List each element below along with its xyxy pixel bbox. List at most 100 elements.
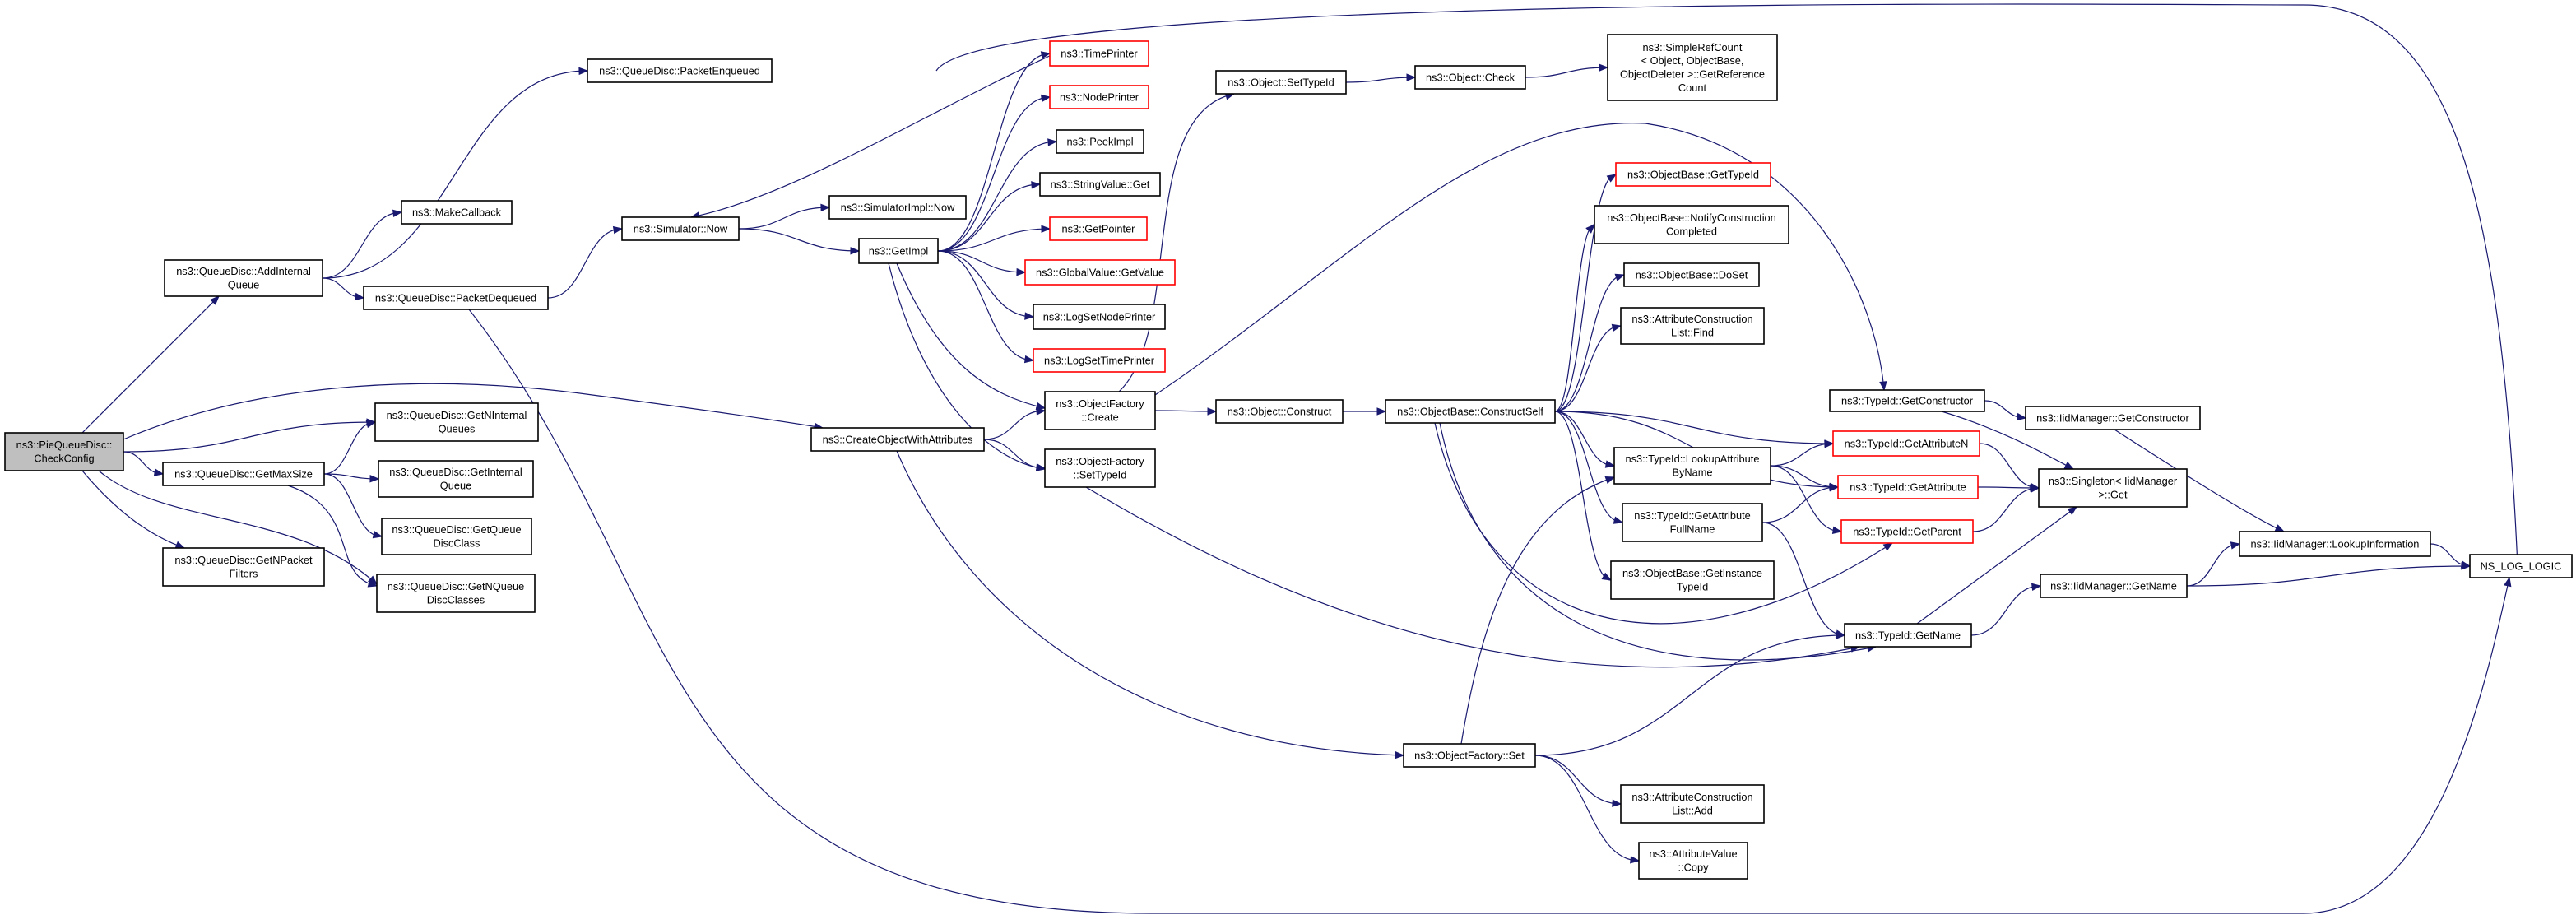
node-getconstructor[interactable]: ns3::TypeId::GetConstructor (1829, 389, 1985, 412)
node-label: ns3::IidManager::LookupInformation (2251, 537, 2420, 550)
arrowhead-icon (372, 531, 383, 539)
node-label: ns3::SimpleRefCount (1643, 41, 1743, 53)
node-getimpl[interactable]: ns3::GetImpl (858, 238, 939, 264)
node-label: ns3::QueueDisc::GetNInternal (387, 409, 527, 421)
arrowhead-icon (365, 420, 377, 429)
node-objsettypeid[interactable]: ns3::Object::SetTypeId (1215, 70, 1347, 95)
edge-getimpl-to-logsettime (937, 250, 1035, 364)
arrowhead-icon (1831, 526, 1843, 535)
node-iidgetname[interactable]: ns3::IidManager::GetName (2040, 574, 2188, 598)
node-objconstruct[interactable]: ns3::Object::Construct (1215, 399, 1344, 424)
node-label: ns3::ObjectBase::GetTypeId (1627, 168, 1759, 180)
nodes-layer: ns3::PieQueueDisc::CheckConfigns3::Queue… (4, 34, 2573, 880)
node-label: ns3::GetImpl (869, 244, 929, 257)
node-label: ns3::Singleton< IidManager (2049, 475, 2178, 487)
node-ofcreate[interactable]: ns3::ObjectFactory::Create (1044, 391, 1156, 430)
node-box (162, 547, 325, 587)
arrowhead-icon (1036, 463, 1047, 471)
node-getattributen[interactable]: ns3::TypeId::GetAttributeN (1832, 430, 1980, 457)
node-box (2025, 406, 2201, 430)
edge-line (937, 53, 1051, 252)
edge-typeidgetname-to-singletonget (1916, 506, 2078, 625)
node-obgettypeid[interactable]: ns3::ObjectBase::GetTypeId (1615, 162, 1771, 187)
node-lookupinfo[interactable]: ns3::IidManager::LookupInformation (2239, 531, 2431, 557)
node-timeprinter[interactable]: ns3::TimePrinter (1049, 40, 1149, 67)
edge-constructself-to-obgettypeid (1554, 174, 1618, 412)
edge-ofcreate-to-getconstructor (1154, 123, 1887, 396)
edge-lookupattr-to-getattribute (1770, 465, 1840, 491)
node-constructself[interactable]: ns3::ObjectBase::ConstructSelf (1385, 399, 1556, 424)
arrowhead-icon (2063, 461, 2075, 470)
node-packetdequeued[interactable]: ns3::QueueDisc::PacketDequeued (363, 286, 549, 310)
node-createobj[interactable]: ns3::CreateObjectWithAttributes (810, 427, 985, 452)
node-globalvalue[interactable]: ns3::GlobalValue::GetValue (1024, 259, 1176, 286)
node-ofset[interactable]: ns3::ObjectFactory::Set (1403, 743, 1536, 768)
node-getparent[interactable]: ns3::TypeId::GetParent (1840, 519, 1974, 544)
node-notifyconstruction[interactable]: ns3::ObjectBase::NotifyConstructionCompl… (1594, 205, 1789, 244)
node-box (1049, 40, 1149, 67)
edge-getmaxsize-to-getnqueuediscclasses (287, 485, 378, 588)
node-typeidgetname[interactable]: ns3::TypeId::GetName (1844, 623, 1972, 648)
node-avcopy[interactable]: ns3::AttributeValue::Copy (1638, 842, 1748, 880)
node-label: Queue (440, 480, 471, 492)
node-box (1594, 205, 1789, 244)
edge-line (287, 485, 378, 587)
node-stringvalueget[interactable]: ns3::StringValue::Get (1039, 172, 1161, 197)
edge-ofset-to-avcopy (1534, 755, 1641, 864)
edge-line (1761, 522, 1845, 636)
node-label: ns3::TypeId::GetName (1855, 629, 1961, 641)
node-objcheck[interactable]: ns3::Object::Check (1414, 65, 1526, 90)
edge-line (1554, 411, 1615, 467)
edge-line (1554, 224, 1595, 412)
edge-objsettypeid-to-objcheck (1345, 73, 1417, 83)
edge-line (1460, 476, 1615, 745)
edge-line (1554, 411, 1834, 444)
node-getmaxsize[interactable]: ns3::QueueDisc::GetMaxSize (162, 462, 325, 486)
node-makecallback[interactable]: ns3::MakeCallback (401, 200, 513, 225)
node-simimplnow[interactable]: ns3::SimulatorImpl::Now (828, 195, 967, 220)
edge-lookupattr-to-getattributen (1770, 440, 1835, 467)
arrowhead-icon (1829, 484, 1840, 492)
edge-line (81, 295, 220, 434)
node-label: List::Add (1672, 805, 1713, 817)
node-nodeprinter[interactable]: ns3::NodePrinter (1049, 85, 1149, 109)
node-peekimpl[interactable]: ns3::PeekImpl (1056, 129, 1144, 154)
node-packetenqueued[interactable]: ns3::QueueDisc::PacketEnqueued (587, 58, 773, 83)
node-logsettime[interactable]: ns3::LogSetTimePrinter (1033, 348, 1166, 373)
node-simnow[interactable]: ns3::Simulator::Now (621, 216, 740, 241)
node-iidgetconstructor[interactable]: ns3::IidManager::GetConstructor (2025, 406, 2201, 430)
node-singletonget[interactable]: ns3::Singleton< IidManager>::Get (2038, 468, 2188, 508)
edge-line (1434, 422, 1893, 625)
node-doset[interactable]: ns3::ObjectBase::DoSet (1623, 262, 1760, 287)
edge-line (322, 70, 588, 279)
node-ofsettypeid[interactable]: ns3::ObjectFactory::SetTypeId (1044, 448, 1156, 488)
node-getattribute[interactable]: ns3::TypeId::GetAttribute (1837, 475, 1979, 499)
edge-getattribute-to-singletonget (1977, 484, 2040, 492)
edge-getimpl-to-ofcreate (896, 262, 1047, 411)
node-label: >::Get (2098, 489, 2128, 501)
node-logsetnode[interactable]: ns3::LogSetNodePrinter (1033, 304, 1166, 330)
node-box (1049, 216, 1148, 241)
edge-line (1554, 274, 1625, 412)
edge-line (2114, 429, 2285, 532)
node-label: ns3::AttributeValue (1649, 848, 1737, 860)
arrowhead-icon (1611, 323, 1622, 332)
node-simplerefcount[interactable]: ns3::SimpleRefCount< Object, ObjectBase,… (1607, 34, 1778, 101)
node-nslog[interactable]: NS_LOG_LOGIC (2469, 554, 2573, 578)
node-checkconfig[interactable]: ns3::PieQueueDisc::CheckConfig (4, 432, 124, 471)
edge-constructself-to-aclfind (1554, 323, 1622, 412)
edge-line (1977, 486, 2040, 489)
node-getpointer[interactable]: ns3::GetPointer (1049, 216, 1148, 241)
node-box (1832, 430, 1980, 457)
